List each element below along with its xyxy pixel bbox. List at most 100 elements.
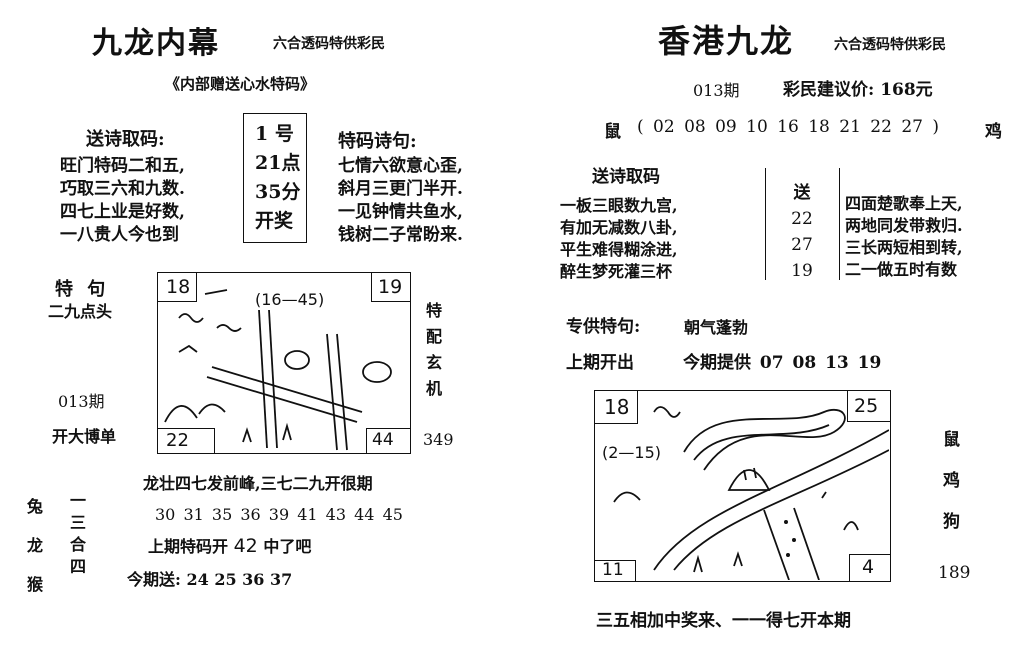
left-corner-br xyxy=(366,428,411,454)
right-corner-bl xyxy=(594,560,636,582)
draw-box-line: 35分 xyxy=(255,181,301,203)
poem-line: 三长两短相到转, xyxy=(845,238,963,257)
num-349: 349 xyxy=(423,430,454,449)
send-col-item: 22 xyxy=(791,209,813,229)
te-ju-label: 特 句 xyxy=(55,279,110,300)
poem-line: 一板三眼数九宫, xyxy=(560,196,678,215)
poem-line: 四七上业是好数, xyxy=(60,202,185,222)
right-animal: 狗 xyxy=(943,512,960,532)
poem-line: 一见钟情共鱼水, xyxy=(338,202,463,222)
side-animal: 猴 xyxy=(27,575,44,594)
poem-line: 旺门特码二和五, xyxy=(60,156,185,176)
right-poem-right: 四面楚歌奉上天, 两地同发带救归. 三长两短相到转, 二一做五时有数 xyxy=(845,193,963,281)
draw-box-line: 21点 xyxy=(255,152,301,174)
poem-line: 两地同发带救归. xyxy=(845,216,963,235)
right-corner-br xyxy=(849,554,891,582)
send-column-box xyxy=(765,168,840,280)
right-corner-tr-num: 25 xyxy=(854,395,879,417)
vertical-char: 机 xyxy=(426,379,443,398)
today-send: 今期送: 24 25 36 37 xyxy=(127,570,293,589)
numbers-row: 30 31 35 36 39 41 43 44 45 xyxy=(155,505,403,524)
poem-line: 平生难得糊涂进, xyxy=(560,240,678,259)
te-ju-text: 二九点头 xyxy=(48,302,113,321)
side-num: 一 xyxy=(70,491,87,510)
left-corner-tl-num: 18 xyxy=(166,276,191,298)
rooster-label: 鸡 xyxy=(985,122,1002,142)
num-189: 189 xyxy=(938,563,971,583)
poem-line: 四面楚歌奉上天, xyxy=(845,194,963,213)
side-num: 合 xyxy=(70,535,87,554)
right-animal: 鼠 xyxy=(943,430,960,450)
right-animal: 鸡 xyxy=(943,471,960,491)
left-special-poem-label: 特码诗句: xyxy=(338,131,417,152)
vertical-char: 特 xyxy=(426,301,443,320)
left-title: 九龙内幕 xyxy=(92,26,220,61)
side-animal: 龙 xyxy=(27,536,44,555)
vertical-char: 玄 xyxy=(426,353,443,372)
send-column: 送 22 27 19 xyxy=(778,180,826,284)
last-out-label: 上期开出 xyxy=(566,353,634,373)
left-line1: 龙壮四七发前峰,三七二九开很期 xyxy=(143,474,373,493)
send-col-item: 送 xyxy=(793,183,811,203)
left-sketch xyxy=(164,289,392,451)
right-corner-bl-num: 11 xyxy=(602,560,624,580)
number-list: ( 02 08 09 10 16 18 21 22 27 ) xyxy=(637,117,939,137)
send-col-item: 27 xyxy=(791,235,813,255)
right-issue: 013期 xyxy=(693,81,740,100)
right-drawing-text: (2—15) xyxy=(602,443,662,462)
left-corner-bl-num: 22 xyxy=(166,430,189,451)
this-offer: 今期提供 07 08 13 19 xyxy=(683,353,882,373)
right-subtitle: 六合透码特供彩民 xyxy=(834,37,946,53)
left-drawing-frame xyxy=(157,272,411,454)
right-sketch xyxy=(613,406,889,580)
poem-line: 二一做五时有数 xyxy=(845,260,958,279)
left-drawing-text: (16—45) xyxy=(255,290,325,309)
last-issue-suffix: 中了吧 xyxy=(263,537,312,556)
poem-line: 七情六欲意心歪, xyxy=(338,156,463,176)
right-footer: 三五相加中奖来、一一得七开本期 xyxy=(596,611,851,631)
poem-line: 钱树二子常盼来. xyxy=(338,225,463,245)
left-subtitle: 六合透码特供彩民 xyxy=(273,36,385,52)
draw-box-line: 1 号 xyxy=(255,123,294,145)
left-note: 《内部赠送心水特码》 xyxy=(165,75,316,93)
right-drawing-frame xyxy=(594,390,891,582)
special-label: 专供特句: xyxy=(566,317,641,337)
left-issue: 013期 xyxy=(58,392,105,411)
side-num: 四 xyxy=(70,557,87,576)
poem-line: 醉生梦死灌三杯 xyxy=(560,262,673,281)
rat-label: 鼠 xyxy=(604,122,621,142)
right-corner-tr xyxy=(847,390,891,422)
right-poem-left: 一板三眼数九宫, 有加无减数八卦, 平生难得糊涂进, 醉生梦死灌三杯 xyxy=(560,195,678,283)
right-price: 彩民建议价: 168元 xyxy=(783,80,933,100)
side-animal: 兔 xyxy=(27,497,44,516)
kai-da-label: 开大博单 xyxy=(52,427,117,446)
left-special-poem: 七情六欲意心歪, 斜月三更门半开. 一见钟情共鱼水, 钱树二子常盼来. xyxy=(338,155,463,247)
right-corner-tl-num: 18 xyxy=(604,395,630,419)
poem-line: 一八贵人今也到 xyxy=(60,225,179,245)
left-send-poem: 旺门特码二和五, 巧取三六和九数. 四七上业是好数, 一八贵人今也到 xyxy=(60,155,185,247)
draw-time-text: 1 号 21点 35分 开奖 xyxy=(255,120,300,236)
left-corner-bl xyxy=(157,428,215,454)
left-corner-tr xyxy=(371,272,411,302)
special-text: 朝气蓬勃 xyxy=(684,318,749,337)
last-issue-line: 上期特码开 42 中了吧 xyxy=(148,533,311,557)
poem-line: 斜月三更门半开. xyxy=(338,179,463,199)
left-send-poem-label: 送诗取码: xyxy=(86,129,165,150)
poem-line: 巧取三六和九数. xyxy=(60,179,185,199)
last-issue-num: 42 xyxy=(233,535,258,557)
poem-line: 有加无减数八卦, xyxy=(560,218,678,237)
left-corner-tl xyxy=(157,272,197,302)
draw-box-line: 开奖 xyxy=(255,210,294,232)
vertical-char: 配 xyxy=(426,327,443,346)
side-animals: 兔 龙 猴 xyxy=(27,487,43,604)
side-nums: 一 三 合 四 xyxy=(70,490,86,578)
left-corner-tr-num: 19 xyxy=(378,276,403,298)
side-num: 三 xyxy=(70,513,87,532)
last-issue-prefix: 上期特码开 xyxy=(148,537,229,556)
right-corner-tl xyxy=(594,390,638,424)
right-animals: 鼠 鸡 狗 xyxy=(943,420,960,543)
right-corner-br-num: 4 xyxy=(862,556,875,578)
vertical-label: 特 配 玄 机 xyxy=(426,298,442,402)
draw-time-box xyxy=(243,113,307,243)
left-corner-br-num: 44 xyxy=(372,430,394,450)
